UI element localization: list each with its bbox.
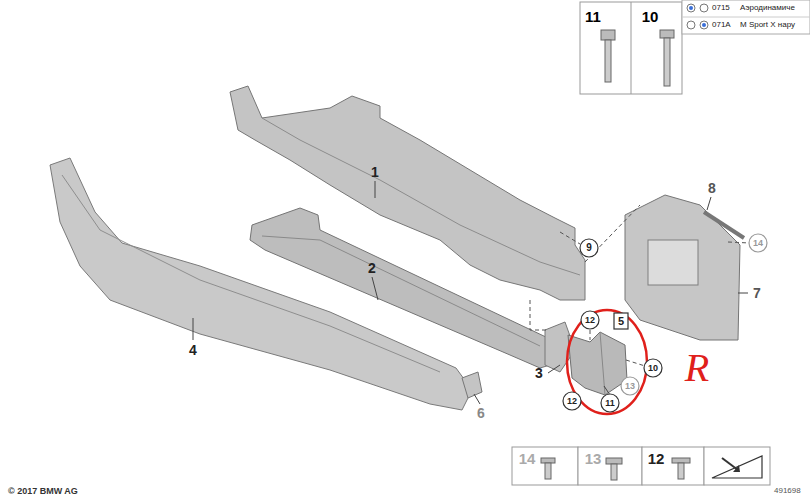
leader-line — [193, 181, 748, 404]
part-detail — [648, 240, 698, 285]
callout-number: 8 — [708, 181, 716, 195]
part-edge — [600, 332, 605, 395]
block-part — [568, 332, 627, 395]
table-number: 13 — [585, 451, 602, 466]
bracket-part — [625, 195, 740, 340]
popup-divider — [682, 17, 810, 18]
callout-number: 7 — [753, 286, 761, 300]
radio-button — [687, 4, 708, 29]
option-code: 071A — [712, 21, 731, 29]
callout-number: 5 — [618, 316, 624, 327]
callout-number: 11 — [605, 399, 615, 408]
assembly-line — [530, 205, 750, 366]
callout-number: 1 — [371, 165, 379, 179]
table-number: 11 — [585, 9, 601, 24]
strip-part — [704, 212, 744, 238]
callout-number: 4 — [189, 343, 197, 357]
callout-number: 9 — [586, 243, 592, 253]
callout-box — [614, 313, 628, 329]
option-name: M Sport X нару — [740, 21, 795, 29]
callout-number: 10 — [648, 364, 658, 373]
callout-number: 6 — [477, 406, 485, 420]
option-name: Аэродинамиче — [740, 4, 795, 12]
table-number: 10 — [642, 9, 659, 24]
popup-panel — [682, 0, 810, 34]
copyright-note: © 2017 BMW AG — [8, 487, 78, 496]
callout-number: 12 — [567, 397, 577, 406]
pointer-icon — [712, 456, 762, 478]
screw-symbol — [541, 458, 690, 480]
diagram-number: 491698 — [774, 487, 801, 495]
callout-number: 12 — [585, 316, 595, 325]
callout-number: 2 — [368, 261, 376, 275]
callout-number: 3 — [535, 366, 543, 380]
callout-number: 14 — [753, 239, 763, 248]
table-frame — [580, 2, 682, 94]
bumper-beam-part — [250, 208, 560, 368]
option-code: 0715 — [712, 4, 730, 12]
table-number: 12 — [648, 451, 665, 466]
table-divider — [631, 2, 632, 94]
bolt-symbol — [601, 30, 674, 86]
table-number: 14 — [519, 451, 536, 466]
fastener-table — [512, 447, 770, 485]
callout-number: 13 — [625, 382, 635, 391]
carrier-part — [230, 86, 585, 300]
callout-circle — [563, 234, 767, 412]
clip-part — [462, 372, 482, 398]
handwritten-mark: R — [685, 348, 709, 388]
part-edge — [262, 236, 540, 346]
